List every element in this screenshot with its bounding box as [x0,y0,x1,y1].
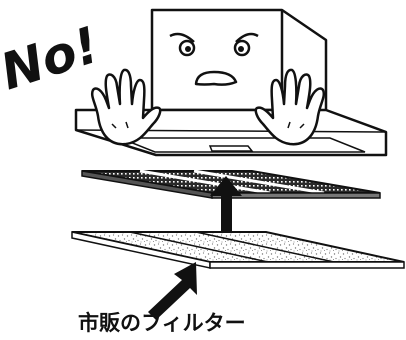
commercial-filter-caption: 市販のフィルター [78,311,246,335]
no-exclamation: No! [0,16,106,102]
commercial-filter [72,232,404,268]
